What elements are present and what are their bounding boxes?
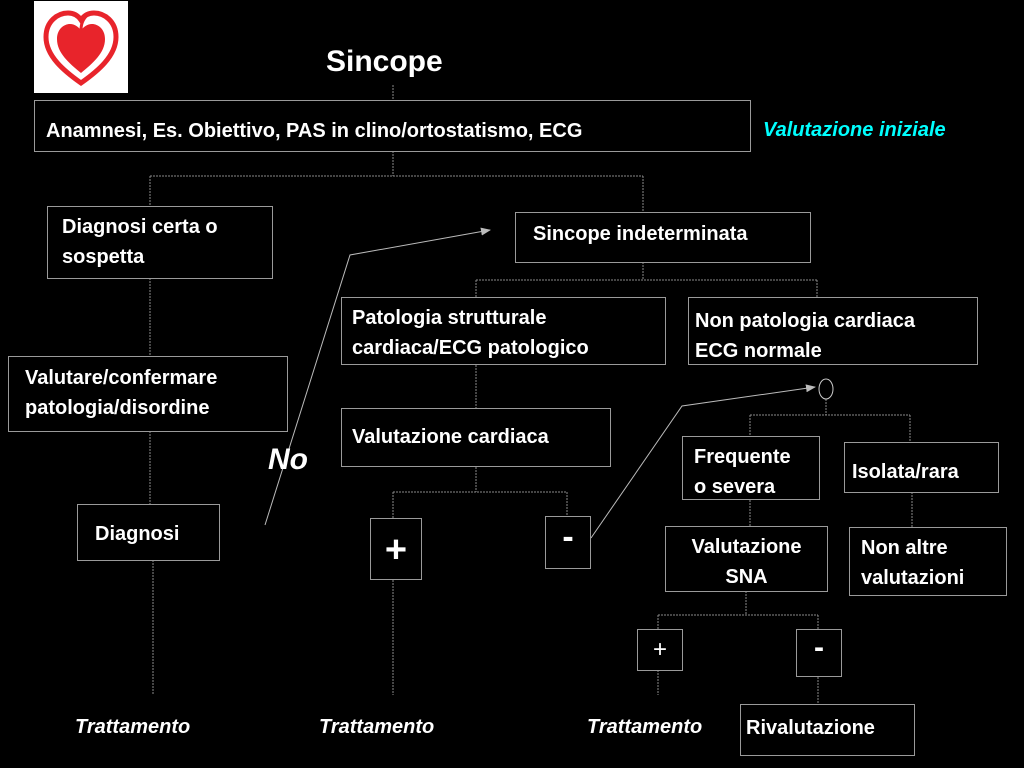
plus-sign: +: [384, 529, 408, 571]
sna-evaluation-box: Valutazione SNA: [665, 526, 828, 592]
diagnosis-text: Diagnosi: [95, 523, 180, 545]
evaluate-confirm-line1: Valutare/confermare: [25, 367, 218, 389]
indeterminate-syncope-text: Sincope indeterminata: [533, 223, 748, 245]
sna-evaluation-line1: Valutazione: [691, 536, 802, 558]
no-further-evaluation-box: Non altre valutazioni: [849, 527, 1007, 596]
no-further-evaluation-line1: Non altre: [861, 537, 948, 559]
no-cardiac-pathology-line2: ECG normale: [695, 340, 822, 362]
sna-evaluation-line2: SNA: [725, 566, 768, 588]
sna-negative-box: -: [796, 629, 842, 677]
certain-diagnosis-line1: Diagnosi certa o: [62, 216, 218, 238]
negative-result-box: -: [545, 516, 591, 569]
reassessment-box: Rivalutazione: [740, 704, 915, 756]
heart-logo-icon: [34, 1, 128, 93]
page-title: Sincope: [326, 45, 443, 78]
certain-diagnosis-box: Diagnosi certa o sospetta: [47, 206, 273, 279]
positive-result-box: +: [370, 518, 422, 580]
small-minus-sign: -: [814, 631, 824, 664]
isolated-rare-text: Isolata/rara: [852, 461, 959, 483]
diagnosis-box: Diagnosi: [77, 504, 220, 561]
structural-pathology-line1: Patologia strutturale: [352, 307, 547, 329]
certain-diagnosis-line2: sospetta: [62, 246, 145, 268]
initial-assessment-label: Valutazione iniziale: [763, 119, 946, 141]
indeterminate-syncope-box: Sincope indeterminata: [515, 212, 811, 263]
treatment-label-1: Trattamento: [75, 716, 191, 738]
frequent-severe-box: Frequente o severa: [682, 436, 820, 500]
frequent-severe-line2: o severa: [694, 476, 776, 498]
structural-pathology-line2: cardiaca/ECG patologico: [352, 337, 589, 359]
evaluate-confirm-line2: patologia/disordine: [25, 397, 210, 419]
no-label: No: [268, 443, 308, 476]
cardiac-evaluation-text: Valutazione cardiaca: [352, 426, 549, 448]
evaluate-confirm-box: Valutare/confermare patologia/disordine: [8, 356, 288, 432]
initial-assessment-box: Anamnesi, Es. Obiettivo, PAS in clino/or…: [34, 100, 751, 152]
no-further-evaluation-line2: valutazioni: [861, 567, 965, 589]
structural-pathology-box: Patologia strutturale cardiaca/ECG patol…: [341, 297, 666, 365]
treatment-label-3: Trattamento: [587, 716, 703, 738]
reassessment-text: Rivalutazione: [746, 717, 875, 739]
frequent-severe-line1: Frequente: [694, 446, 791, 468]
sna-positive-box: +: [637, 629, 683, 671]
no-cardiac-pathology-line1: Non patologia cardiaca: [695, 310, 916, 332]
treatment-label-2: Trattamento: [319, 716, 435, 738]
initial-assessment-text: Anamnesi, Es. Obiettivo, PAS in clino/or…: [46, 120, 583, 142]
minus-sign: -: [562, 518, 574, 556]
no-cardiac-pathology-box: Non patologia cardiaca ECG normale: [688, 297, 978, 365]
isolated-rare-box: Isolata/rara: [844, 442, 999, 493]
small-plus-sign: +: [652, 636, 667, 663]
cardiac-evaluation-box: Valutazione cardiaca: [341, 408, 611, 467]
